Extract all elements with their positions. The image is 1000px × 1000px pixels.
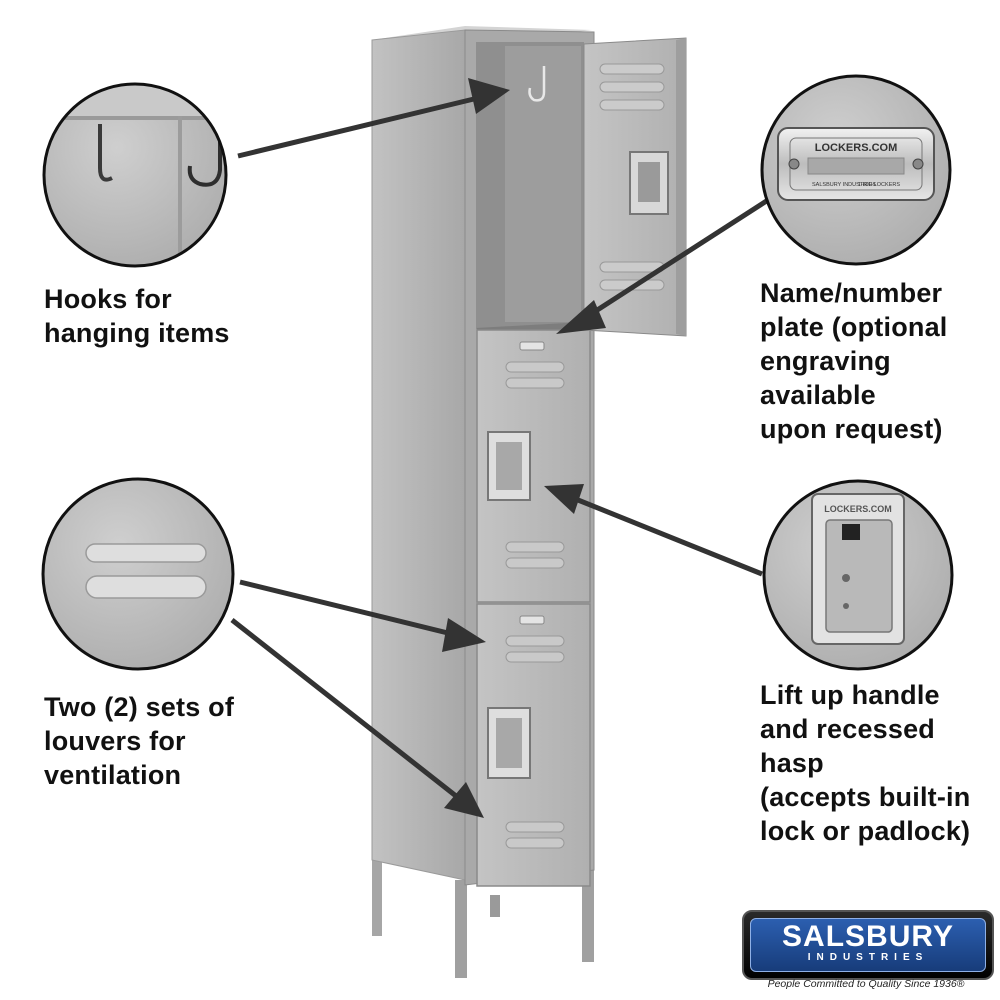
number-plate	[519, 615, 545, 625]
detail-circle-hooks	[42, 82, 228, 268]
arrowhead	[444, 782, 484, 818]
arrowhead	[442, 618, 486, 652]
louver	[505, 361, 565, 373]
louver	[505, 557, 565, 569]
louver	[599, 63, 665, 75]
arrow-handle	[577, 497, 763, 577]
callout-hooks: Hooks for hanging items	[44, 284, 230, 348]
hook-icon	[98, 124, 113, 182]
hasp-hole	[842, 574, 850, 582]
louver	[599, 81, 665, 93]
detail-circle-handle: LOCKERS.COM	[762, 479, 954, 671]
louver	[505, 377, 565, 389]
hasp-brand: LOCKERS.COM	[824, 504, 892, 514]
locker-leg	[455, 880, 467, 978]
arrowhead	[544, 484, 584, 514]
detail-circle-nameplate: LOCKERS.COM SALSBURY INDUSTRIES 1-800-LO…	[760, 74, 952, 266]
screw-icon	[788, 158, 800, 170]
door-handle-recess	[496, 718, 522, 768]
locker-side-panel	[371, 29, 466, 881]
arrow-nameplate	[586, 197, 770, 319]
louver	[505, 541, 565, 553]
locker-leg	[490, 895, 500, 917]
callout-louvers: Two (2) sets of louvers for ventilation	[44, 692, 235, 790]
arrow-hooks	[237, 95, 479, 159]
interior-hook	[528, 66, 546, 102]
logo-name: SALSBURY	[782, 920, 954, 953]
louver	[505, 635, 565, 647]
door-handle-recess	[496, 442, 522, 490]
louver	[505, 821, 565, 833]
open-door-handle-recess	[638, 162, 660, 202]
louver	[505, 651, 565, 663]
louver	[85, 575, 207, 599]
plate-brand: LOCKERS.COM	[815, 142, 898, 154]
arrowhead	[468, 78, 510, 114]
louver	[85, 543, 207, 563]
detail-circle-louvers	[41, 477, 235, 671]
hook-icon	[187, 120, 222, 187]
callout-arrows	[230, 78, 770, 818]
screw-icon	[912, 158, 924, 170]
logo-tagline: People Committed to Quality Since 1936®	[767, 978, 965, 990]
logo-badge: SALSBURY INDUSTRIES	[750, 918, 986, 972]
louver	[505, 837, 565, 849]
plate-small-right: 1-800-LOCKERS	[858, 182, 901, 188]
locker-leg	[582, 870, 594, 962]
callout-handle: Lift up handle and recessed hasp (accept…	[760, 680, 971, 846]
salsbury-logo: SALSBURY INDUSTRIES	[742, 910, 994, 980]
locker	[371, 26, 687, 978]
callout-nameplate: Name/number plate (optional engraving av…	[760, 278, 948, 444]
arrow-louvers-lower	[230, 618, 458, 798]
arrowhead	[556, 300, 606, 334]
open-door-edge	[676, 38, 686, 336]
recessed-hasp	[825, 519, 893, 633]
plate-small-left: SALSBURY INDUSTRIES	[812, 182, 876, 188]
locker-leg	[372, 860, 382, 936]
louver	[599, 99, 665, 111]
arrow-louvers-upper	[239, 579, 453, 637]
hasp-hole	[843, 603, 849, 609]
number-plate	[519, 341, 545, 351]
logo-sub: INDUSTRIES	[807, 952, 929, 963]
